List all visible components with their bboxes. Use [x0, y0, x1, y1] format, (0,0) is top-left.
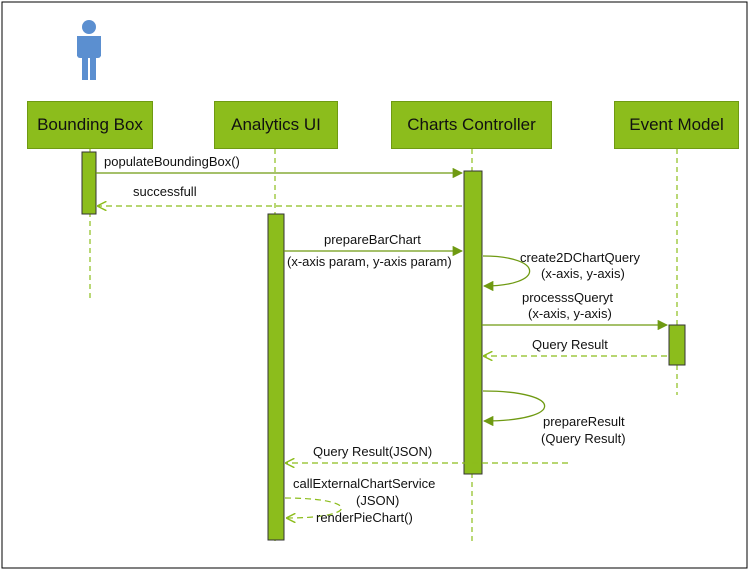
activation-charts-controller	[463, 170, 483, 475]
lifeline-bounding-box: Bounding Box	[27, 101, 153, 149]
message-populate-label: populateBoundingBox()	[104, 154, 240, 169]
message-create2d-label-1: create2DChartQuery	[520, 250, 640, 265]
message-prepare-bar-label-1: prepareBarChart	[324, 232, 421, 247]
message-call-external-label-2: (JSON)	[356, 493, 399, 508]
message-successful-label: successfull	[133, 184, 197, 199]
message-process-label-2: (x-axis, y-axis)	[528, 306, 612, 321]
message-prepare-bar-label-2: (x-axis param, y-axis param)	[287, 254, 452, 269]
message-call-external-label-1: callExternalChartService	[293, 476, 435, 491]
activation-bounding-box	[81, 151, 97, 215]
message-query-result-json-label: Query Result(JSON)	[313, 444, 432, 459]
message-create2d-arrow	[482, 255, 531, 292]
message-create2d-label-2: (x-axis, y-axis)	[541, 266, 625, 281]
lifeline-analytics-ui: Analytics UI	[214, 101, 338, 149]
message-prepare-result-label-2: (Query Result)	[541, 431, 626, 446]
message-query-result-label: Query Result	[532, 337, 608, 352]
activation-analytics-ui	[267, 213, 285, 541]
message-prepare-result-arrow	[482, 390, 546, 427]
message-process-label-1: processsQueryt	[522, 290, 613, 305]
message-render-pie-label: renderPieChart()	[316, 510, 413, 525]
actor-icon	[77, 20, 101, 80]
activation-event-model	[668, 324, 686, 366]
lifeline-event-model: Event Model	[614, 101, 739, 149]
message-prepare-result-label-1: prepareResult	[543, 414, 625, 429]
lifeline-charts-controller: Charts Controller	[391, 101, 552, 149]
message-call-external-arrow	[284, 497, 342, 518]
